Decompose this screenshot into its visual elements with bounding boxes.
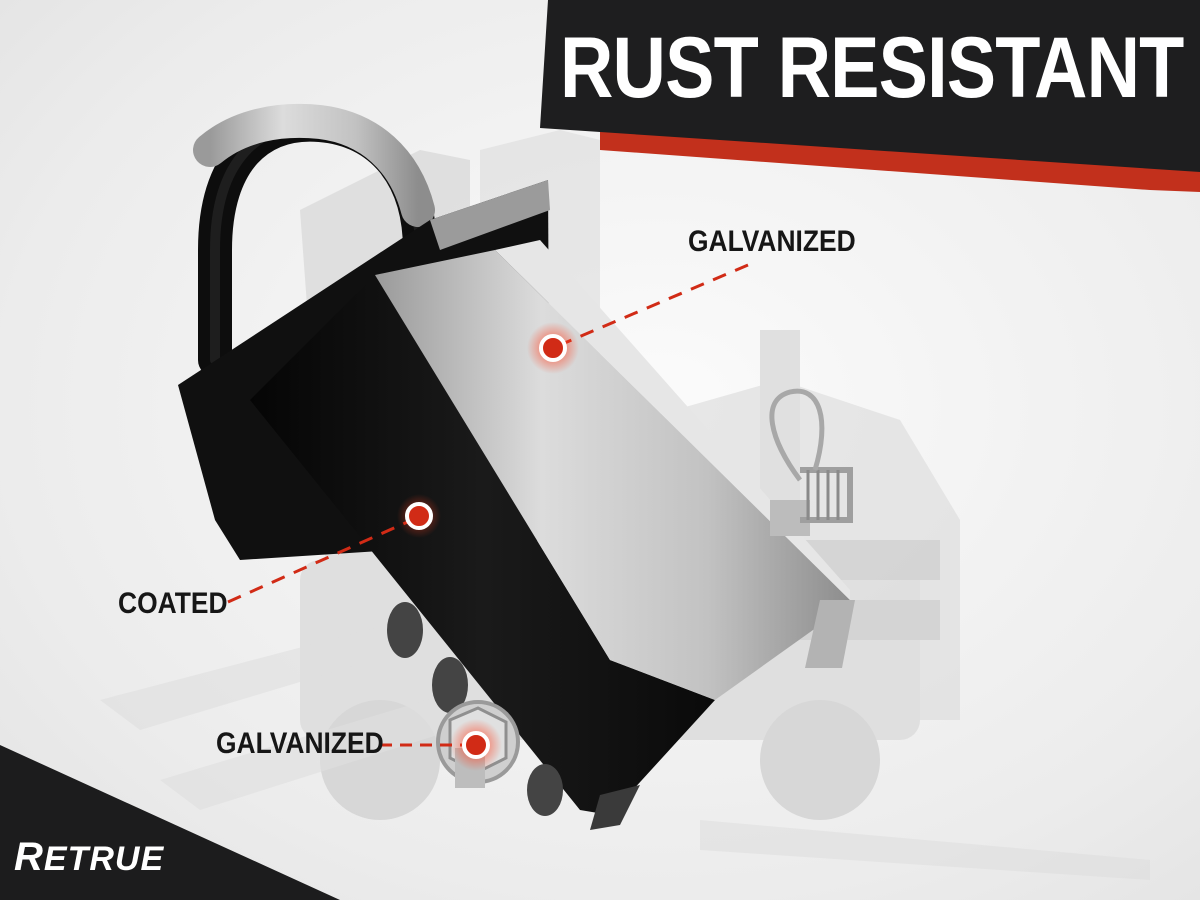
- callout-line-coated: [227, 518, 413, 604]
- brand-logo: RETRUE: [14, 832, 164, 884]
- banner-dark-panel: [540, 0, 1200, 172]
- spring-pin: [769, 388, 853, 536]
- banner-title: RUST RESISTANT: [560, 20, 1184, 116]
- callout-marker-icon: [527, 322, 579, 374]
- corner-dark-panel: [0, 745, 340, 900]
- callout-label-galvanized-bottom: GALVANIZED: [216, 727, 384, 760]
- hitch-lock-illustration: [178, 103, 855, 830]
- callout-marker-icon: [397, 494, 441, 538]
- brand-logo-initial: R: [14, 835, 44, 879]
- callout-label-coated: COATED: [118, 587, 228, 620]
- callout-marker-icon: [450, 719, 502, 771]
- callout-line-galvanized-top: [559, 263, 749, 347]
- callout-label-galvanized-top: GALVANIZED: [688, 225, 856, 258]
- brand-logo-rest: ETRUE: [43, 840, 165, 878]
